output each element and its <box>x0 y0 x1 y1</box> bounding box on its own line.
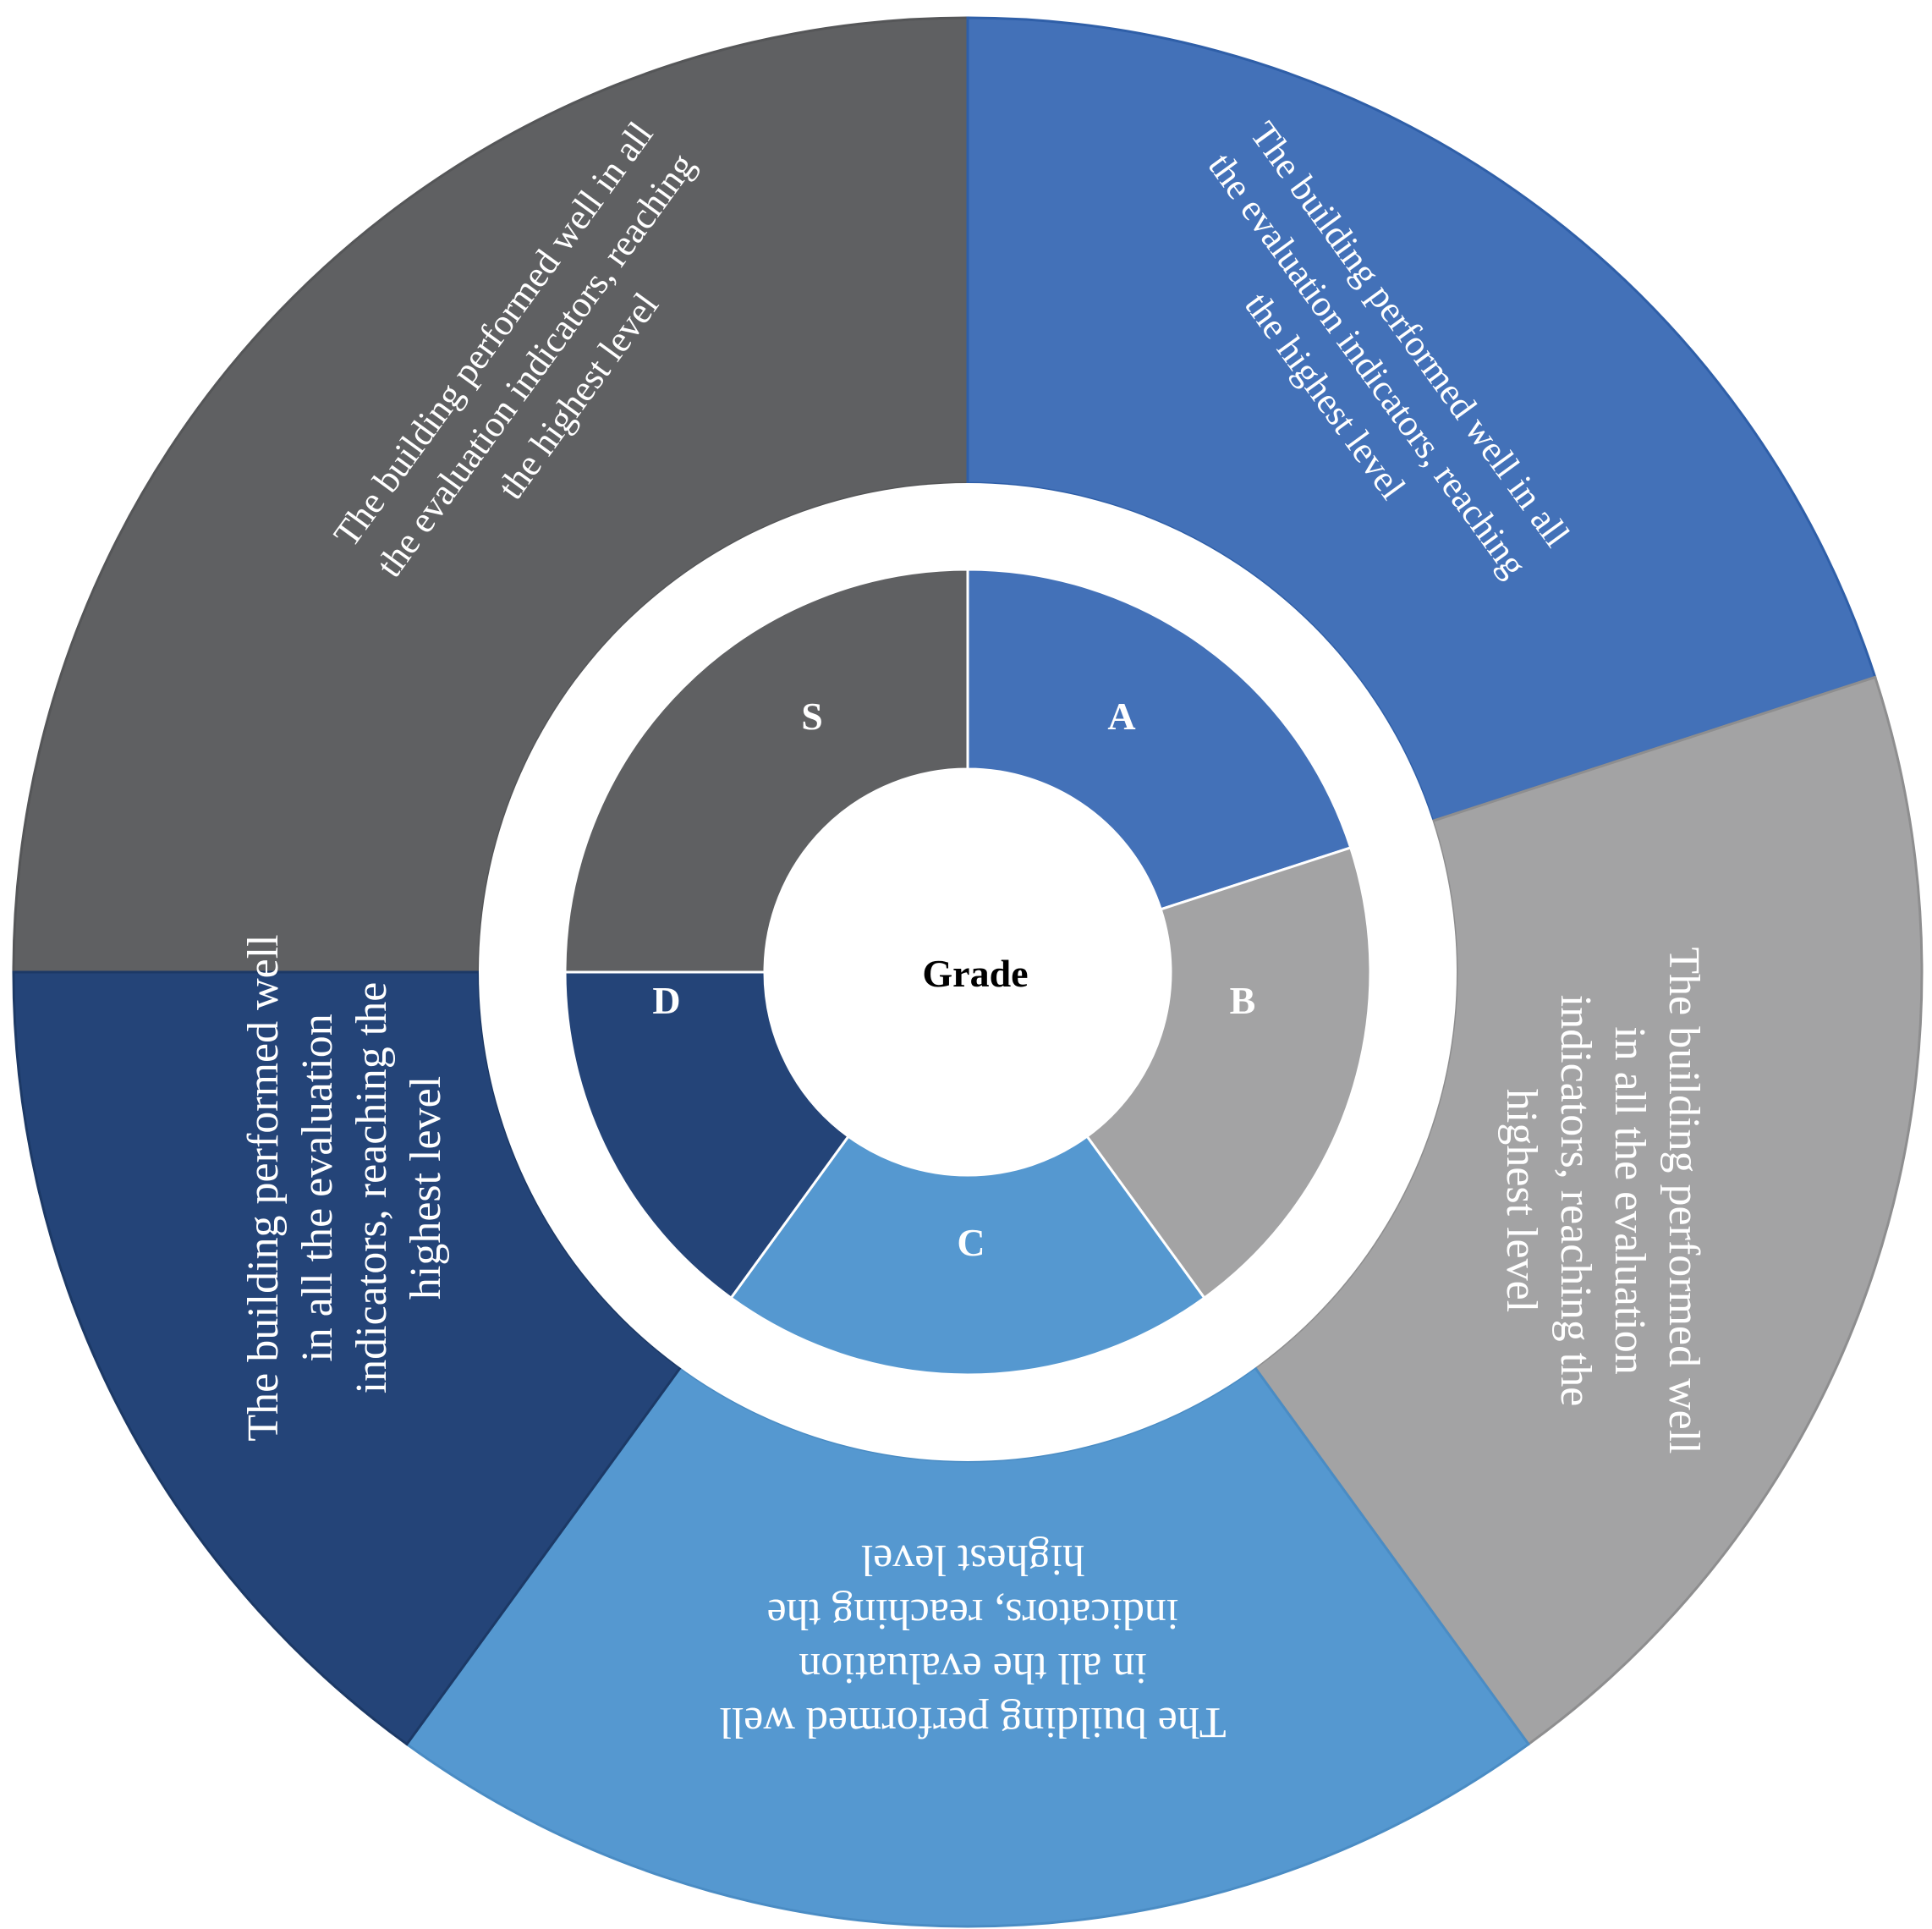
description-d: The building performed well in all the e… <box>239 934 450 1441</box>
description-b: The building performed well in all the e… <box>1497 947 1708 1454</box>
center-circle <box>765 769 1171 1175</box>
center-label: Grade <box>922 952 1028 995</box>
description-b-line-3: indicators, reaching the <box>1551 995 1600 1407</box>
grade-label-s: S <box>801 695 823 738</box>
description-c-line-1: The building performed well <box>719 1698 1226 1746</box>
description-b-line-2: in all the evaluation <box>1605 1026 1654 1375</box>
description-c-line-4: highest level <box>861 1536 1084 1584</box>
description-d-line-2: in all the evaluation <box>294 1014 342 1362</box>
grade-label-a: A <box>1107 695 1135 738</box>
description-c-line-3: indicators, reaching the <box>767 1590 1179 1638</box>
grade-label-d: D <box>652 979 680 1022</box>
description-b-line-4: highest level <box>1497 1089 1545 1312</box>
description-c-line-2: in all the evaluation <box>799 1644 1147 1692</box>
description-d-line-4: highest level <box>402 1076 450 1300</box>
grade-label-c: C <box>957 1221 985 1264</box>
description-c: The building performed well in all the e… <box>719 1536 1226 1746</box>
description-d-line-3: indicators, reaching the <box>348 982 396 1394</box>
description-d-line-1: The building performed well <box>239 934 288 1441</box>
description-b-line-1: The building performed well <box>1660 947 1708 1454</box>
grade-label-b: B <box>1230 979 1256 1022</box>
